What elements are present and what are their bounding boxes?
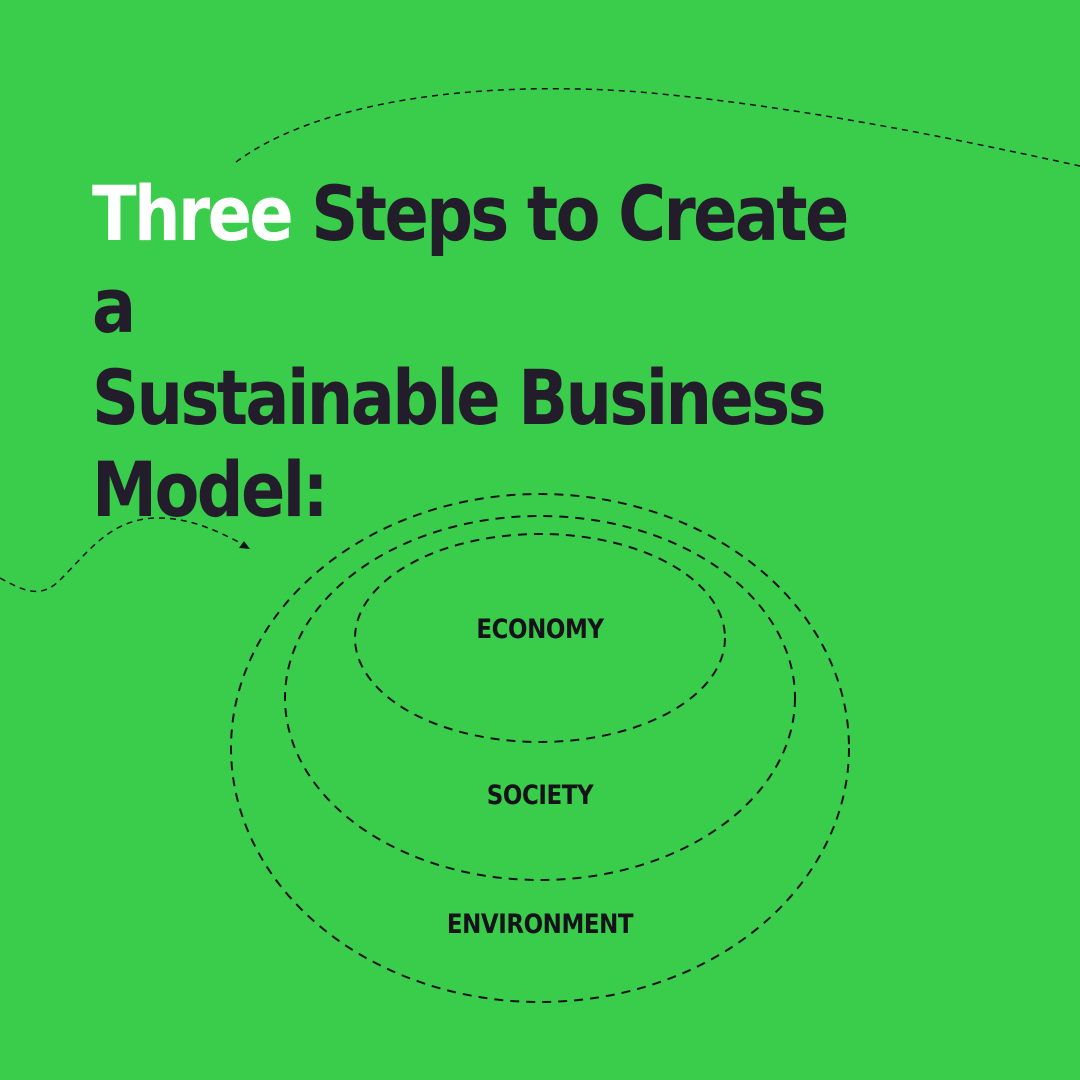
dashed-arc-top — [235, 87, 1080, 167]
page-title: Three Steps to Create a Sustainable Busi… — [92, 168, 866, 536]
label-economy: ECONOMY — [476, 614, 604, 645]
ring-society — [284, 515, 796, 881]
title-line2: Sustainable Business — [92, 353, 826, 442]
title-line3: Model: — [92, 445, 329, 534]
title-line1-rest: Steps to Create a — [92, 169, 849, 350]
dashed-arrow-path — [0, 517, 247, 593]
ring-economy — [354, 533, 726, 743]
arrow-head-icon — [239, 541, 250, 549]
label-environment: ENVIRONMENT — [446, 909, 634, 940]
title-highlight: Three — [92, 169, 294, 258]
ring-environment — [230, 493, 850, 1003]
label-society: SOCIETY — [486, 780, 594, 811]
